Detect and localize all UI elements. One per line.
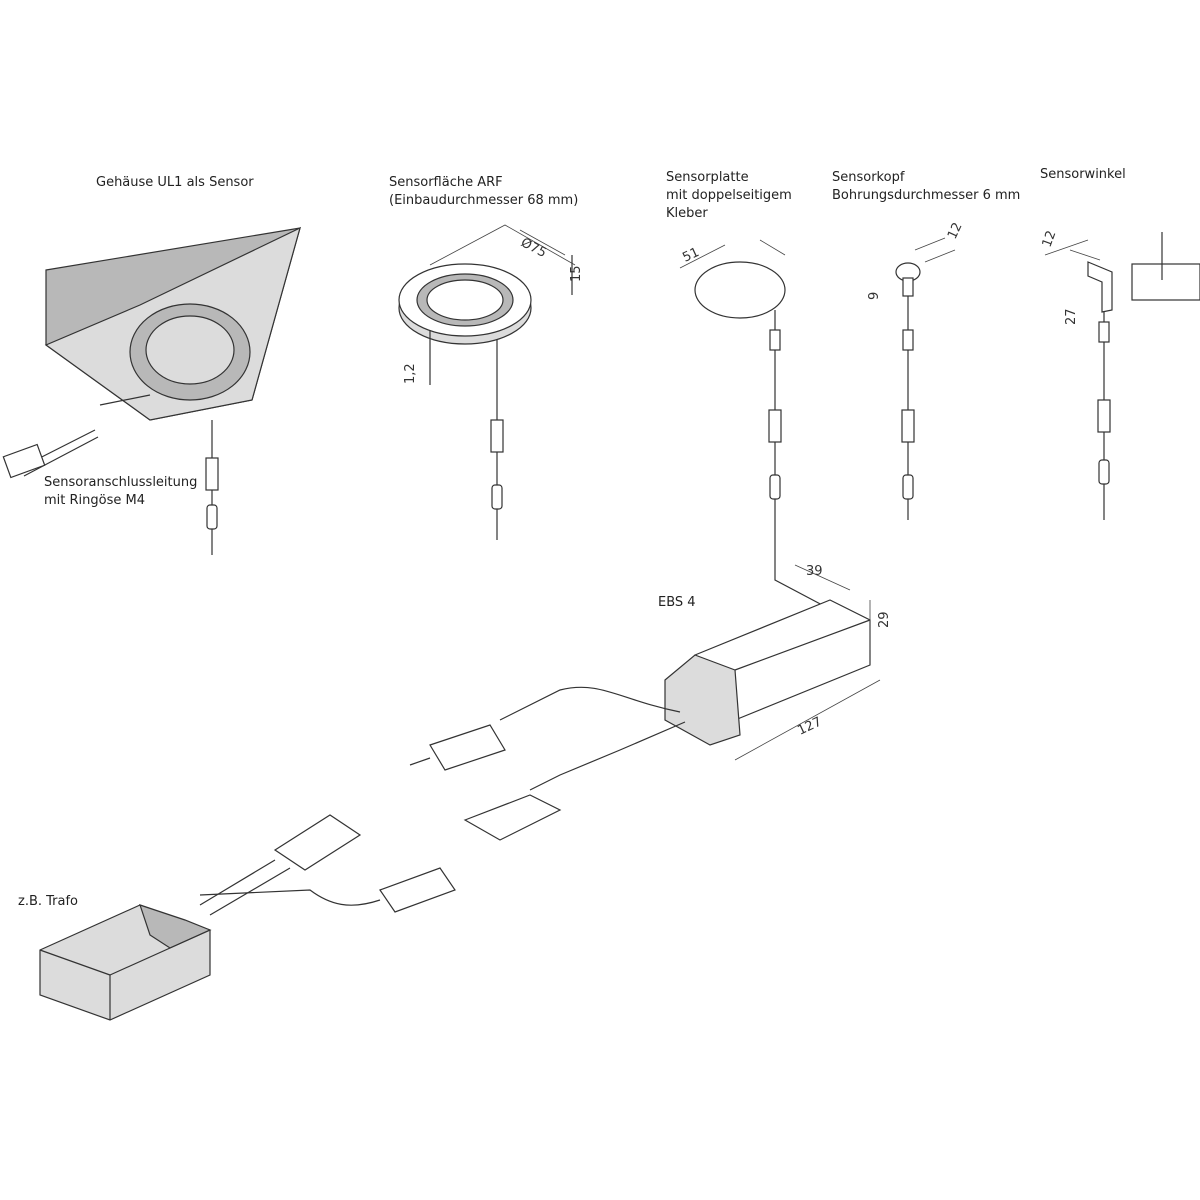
dim-ebs-height: 29 [877,611,892,628]
label-arf-1: Sensorfläche ARF [389,175,503,190]
label-platte-1: Sensorplatte [666,170,749,185]
label-kopf-1: Sensorkopf [832,170,905,185]
dim-arf-flange: 1,2 [403,363,418,384]
dim-winkel-height: 27 [1064,308,1079,325]
ebs4-unit: 39 29 127 [499,564,892,791]
label-ebs: EBS 4 [658,595,696,610]
dim-platte-diameter: 51 [680,245,701,266]
dim-ebs-length: 127 [795,715,824,739]
dim-arf-diameter: Ø75 [518,235,549,261]
label-ul1: Gehäuse UL1 als Sensor [96,175,254,190]
label-leitung-1: Sensoranschlussleitung [44,475,197,490]
label-platte-2: mit doppelseitigem [666,188,792,203]
dim-winkel-width: 12 [1040,229,1060,250]
dim-ebs-width: 39 [806,564,823,579]
label-platte-3: Kleber [666,206,708,221]
dim-arf-height: 15 [569,265,584,282]
arf-sensor: Ø75 15 1,2 [398,224,584,540]
ul1-housing [2,226,301,555]
label-winkel: Sensorwinkel [1040,167,1126,182]
distributor-block [199,814,362,916]
trafo-unit [39,904,212,1021]
euro-plug-trafo [199,867,456,913]
dim-kopf-height: 9 [867,292,882,300]
label-kopf-2: Bohrungsdurchmesser 6 mm [832,188,1020,203]
mounting-board [1131,263,1200,301]
sensor-head: 12 9 [867,220,966,520]
euro-plug-ebs [409,724,506,771]
label-arf-2: (Einbaudurchmesser 68 mm) [389,193,578,208]
socket-connector [463,794,562,841]
dim-kopf-diameter: 12 [945,220,966,241]
sensor-bracket: 12 27 [1040,229,1200,520]
sensor-plate: 51 [679,239,861,626]
label-leitung-2: mit Ringöse M4 [44,493,145,508]
label-trafo: z.B. Trafo [18,894,78,909]
